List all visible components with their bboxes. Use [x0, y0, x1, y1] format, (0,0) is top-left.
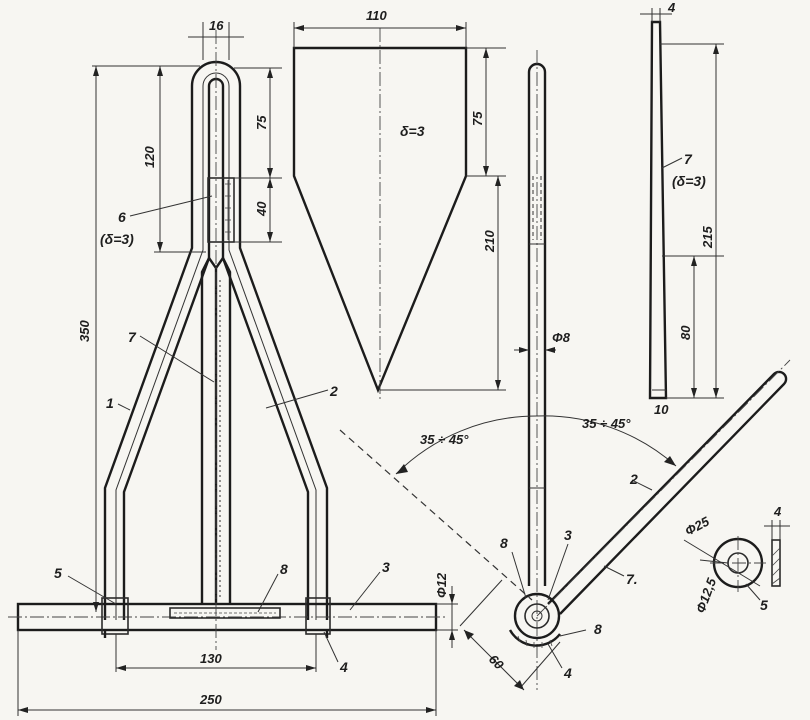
- label-part-7-side: 7.: [626, 571, 638, 587]
- label-part-4-side: 4: [563, 665, 572, 681]
- label-part-4-main: 4: [339, 659, 348, 675]
- label-part-6-note: (δ=3): [100, 231, 134, 247]
- dim-75-plate: 75: [470, 111, 485, 126]
- front-leaders: 6 (δ=3) 7 1 2 5 8 3 4: [54, 195, 390, 675]
- dim-phi8: Φ8: [552, 330, 571, 345]
- label-part-8-side: 8: [500, 535, 508, 551]
- plate-part-2: δ=3 110 75 210: [292, 8, 506, 400]
- axle-bar-part-3: [8, 597, 448, 638]
- dim-phi12: Φ12: [434, 572, 449, 598]
- dim-130: 130: [200, 651, 222, 666]
- dim-40: 40: [254, 201, 269, 217]
- dim-215: 215: [700, 226, 715, 249]
- label-part-3-side: 3: [564, 527, 572, 543]
- label-part-7-main: 7: [128, 329, 137, 345]
- dim-4-top: 4: [667, 0, 676, 15]
- dim-80: 80: [678, 325, 693, 340]
- washer-part-5: 4 Φ25 Φ12,5 5: [682, 504, 790, 615]
- dim-110: 110: [366, 8, 387, 23]
- side-view: Φ8 35 ÷ 45° 35 ÷ 45° 60 8 3: [339, 50, 791, 691]
- label-part-1: 1: [106, 395, 114, 411]
- dim-angle-right: 35 ÷ 45°: [582, 416, 631, 431]
- dim-16: 16: [209, 18, 224, 33]
- dim-10: 10: [654, 402, 669, 417]
- front-dimensions: 16 350 120 75 40 130: [17, 18, 458, 716]
- label-part-5-washer: 5: [760, 597, 768, 613]
- label-part-5-main: 5: [54, 565, 62, 581]
- label-part-8-main: 8: [280, 561, 288, 577]
- label-part-3-main: 3: [382, 559, 390, 575]
- dim-210: 210: [482, 230, 497, 253]
- dim-4-washer: 4: [773, 504, 782, 519]
- label-part-7-strip-note: (δ=3): [672, 173, 706, 189]
- plate-thickness-label: δ=3: [400, 123, 425, 139]
- dim-phi12-5: Φ12,5: [693, 575, 720, 615]
- strip-part-7: 4 215 80 10 7 (δ=3): [640, 0, 724, 417]
- label-part-8-side-b: 8: [594, 621, 602, 637]
- dim-angle-left: 35 ÷ 45°: [420, 432, 469, 447]
- label-part-7-strip: 7: [684, 151, 693, 167]
- dim-phi25: Φ25: [682, 513, 712, 538]
- dim-75-left: 75: [254, 115, 269, 130]
- label-part-2-main: 2: [329, 383, 338, 399]
- sleeve-part-6: [207, 177, 235, 243]
- dim-120: 120: [142, 146, 157, 168]
- label-part-2-side: 2: [629, 471, 638, 487]
- dim-250: 250: [199, 692, 222, 707]
- label-part-6: 6: [118, 209, 126, 225]
- dim-350: 350: [77, 320, 92, 342]
